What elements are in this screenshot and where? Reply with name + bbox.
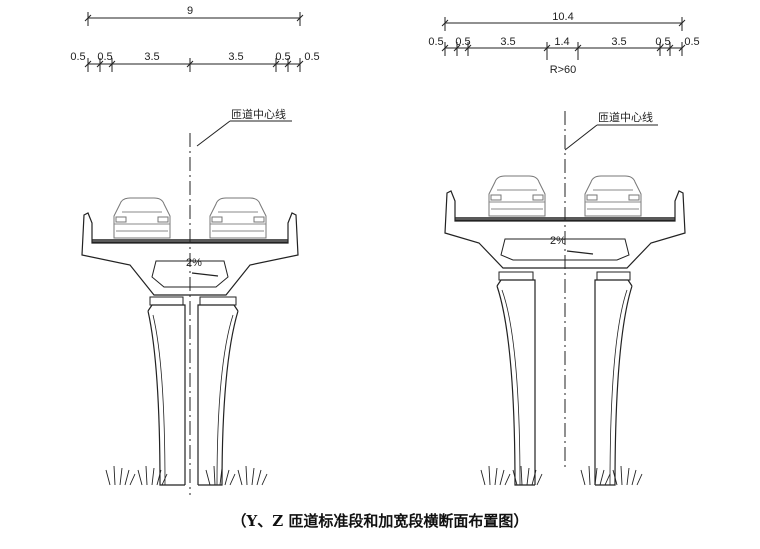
dimension-tick [678,17,686,31]
right-dim-2: 0.5 [455,36,470,48]
dimension-tick [441,42,449,56]
dimension-tick [453,42,461,56]
dimension-tick [656,42,664,56]
radius-extension-lines [546,48,579,60]
dimension-tick [96,58,104,72]
left-pier-column-1 [147,304,186,486]
car-headlight [586,194,598,201]
car-body [488,175,546,217]
right-slope-arrow [566,250,594,255]
dimension-tick [464,42,472,56]
car-body [584,175,642,217]
right-pier-inner-line [609,289,628,486]
left-dim-5: 0.5 [275,51,290,63]
grass [580,465,611,486]
left-dim-4: 3.5 [228,51,243,63]
drawing-lines [81,12,686,495]
car-headlight [490,194,502,201]
dimension-tick [678,42,686,56]
car-headlight [157,216,169,223]
left-centerline-leader [196,120,292,147]
car-body [113,197,171,239]
right-pier-inner-line [501,289,521,486]
right-pier-column-2 [594,279,633,486]
dimension-tick [84,12,92,26]
left-bearing [199,296,237,306]
left-dim-1: 0.5 [70,51,85,63]
grass [137,465,168,486]
left-centerline-label: 匝道中心线 [231,107,286,121]
right-pier-column-1 [496,279,536,486]
grass [237,465,268,486]
right-dim-4: 1.4 [554,36,569,48]
right-bearing [498,271,534,281]
right-centerline-label: 匝道中心线 [598,110,653,124]
car-headlight [532,194,544,201]
right-radius-note: R>60 [550,64,577,76]
left-box-cell [151,260,229,288]
left-car-right [209,197,267,239]
left-car-left [113,197,171,239]
grass [105,465,136,486]
grass [612,465,643,486]
right-dim-3: 3.5 [500,36,515,48]
left-pier-inner-line [216,314,234,486]
right-car-left [488,175,546,217]
left-dim-6: 0.5 [304,51,319,63]
car-lines [114,211,170,232]
dimension-tick [186,58,194,72]
right-box-girder [444,190,686,269]
grass [512,465,543,486]
dimension-tick [272,58,280,72]
dimension-tick [666,42,674,56]
car-headlight [628,194,640,201]
left-bearing [149,296,184,306]
right-dimensions: 10.4 0.5 0.5 3.5 1.4 3.5 0.5 0.5 R>60 匝道… [428,11,699,247]
left-pier-inner-line [152,314,166,486]
left-dimensions: 9 0.5 0.5 3.5 3.5 0.5 0.5 匝道中心线 2% [70,5,319,269]
right-box-cell [500,238,630,261]
car-body [209,197,267,239]
car-lines [489,189,545,210]
dimension-tick [84,58,92,72]
right-bearing [596,271,631,281]
right-dim-5: 3.5 [611,36,626,48]
grass [205,465,236,486]
left-pier-column-2 [197,304,239,486]
left-dim-2: 0.5 [97,51,112,63]
dimension-tick [108,58,116,72]
dimension-tick [284,58,292,72]
dimension-tick [296,58,304,72]
right-car-right [584,175,642,217]
dimension-tick [296,12,304,26]
car-headlight [115,216,127,223]
grass [480,465,511,486]
left-slope-label: 2% [186,257,202,269]
left-box-girder [81,212,299,296]
car-lines [585,189,641,210]
car-headlight [211,216,223,223]
car-headlight [253,216,265,223]
right-dim-1: 0.5 [428,36,443,48]
dimension-tick [441,17,449,31]
car-lines [210,211,266,232]
right-dim-6: 0.5 [655,36,670,48]
right-total-width: 10.4 [552,11,573,23]
left-slope-arrow [191,272,219,277]
right-dim-7: 0.5 [684,36,699,48]
right-centerline-leader [564,124,658,151]
left-dim-3: 3.5 [144,51,159,63]
left-total-width: 9 [187,5,193,17]
right-slope-label: 2% [550,235,566,247]
figure-caption: （Y、Z 匝道标准段和加宽段横断面布置图） [231,512,529,530]
